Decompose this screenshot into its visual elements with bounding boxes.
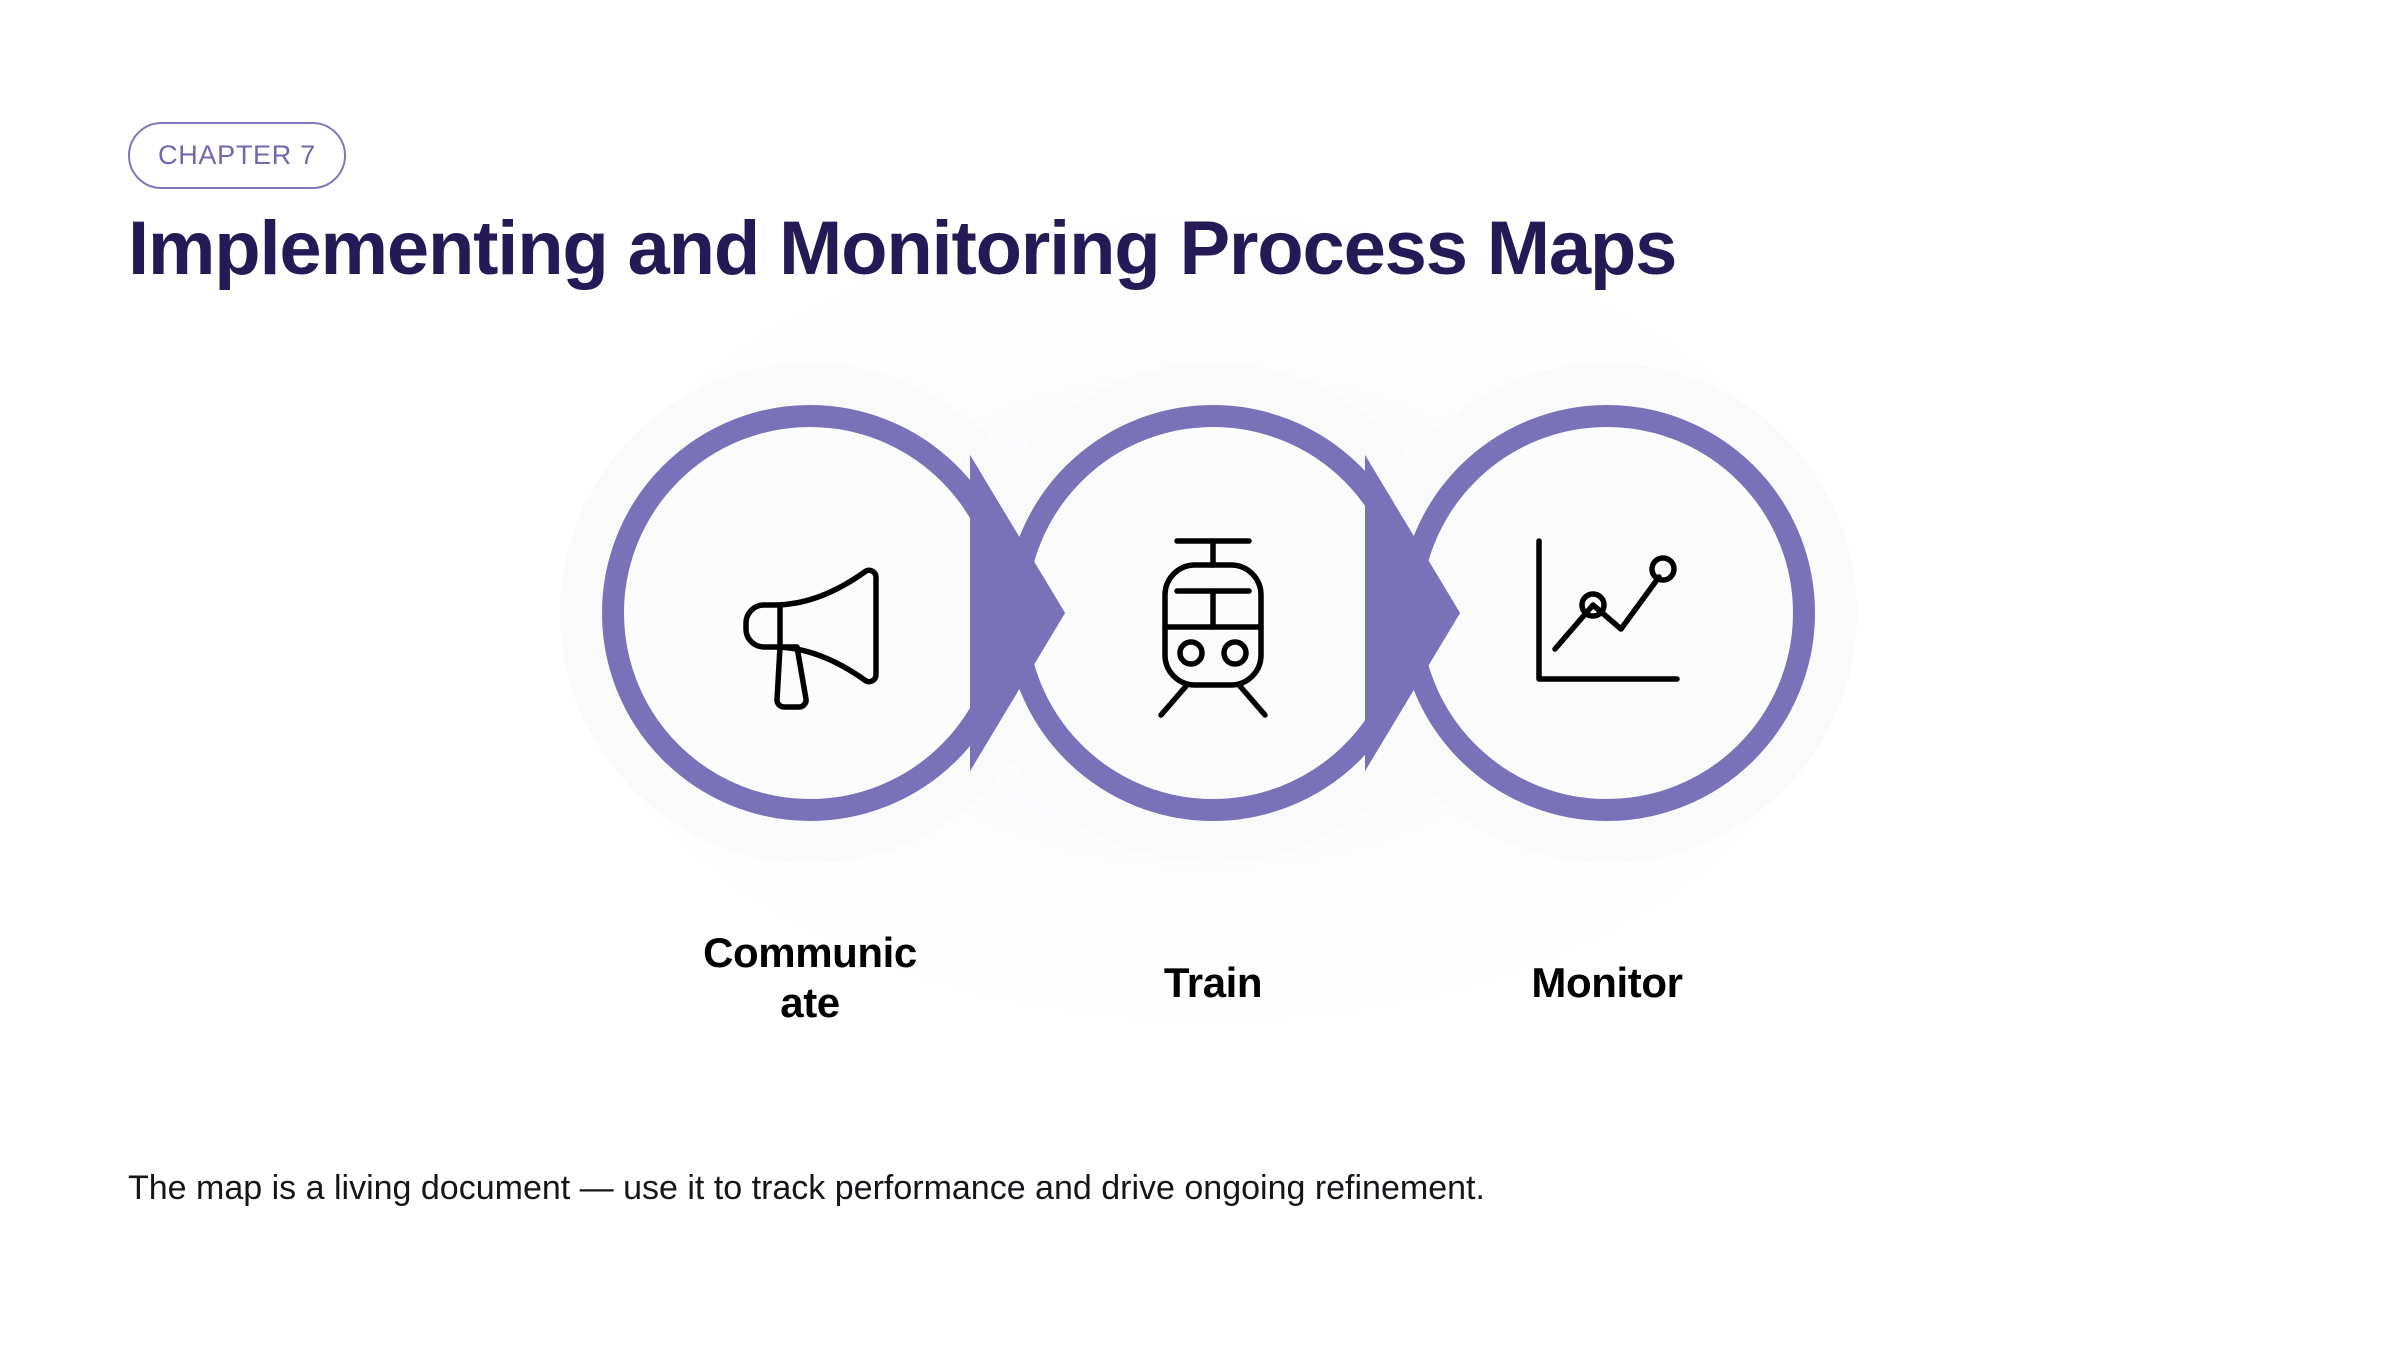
process-node-1 xyxy=(602,405,1018,821)
process-step-label-3: Monitor xyxy=(1531,959,1683,1006)
flow-arrow-1 xyxy=(970,455,1065,771)
tram-front-icon xyxy=(1158,538,1268,718)
flow-arrow-1-body xyxy=(970,455,1065,771)
footer-note: The map is a living document — use it to… xyxy=(128,1169,1485,1207)
chapter-badge: CHAPTER 7 xyxy=(128,122,346,189)
process-step-label-2: Train xyxy=(1163,959,1263,1006)
megaphone-icon xyxy=(743,567,879,710)
flow-arrow-2 xyxy=(1365,455,1460,771)
process-node-2 xyxy=(1005,405,1421,821)
chapter-badge-label: CHAPTER 7 xyxy=(158,140,316,170)
node-halos xyxy=(560,363,1857,863)
process-node-3 xyxy=(1399,405,1815,821)
line-chart-icon xyxy=(1536,538,1680,682)
flow-arrow-2-body xyxy=(1365,455,1460,771)
process-step-label-1: Communicate xyxy=(703,929,917,1026)
page-title: Implementing and Monitoring Process Maps xyxy=(128,206,1677,291)
